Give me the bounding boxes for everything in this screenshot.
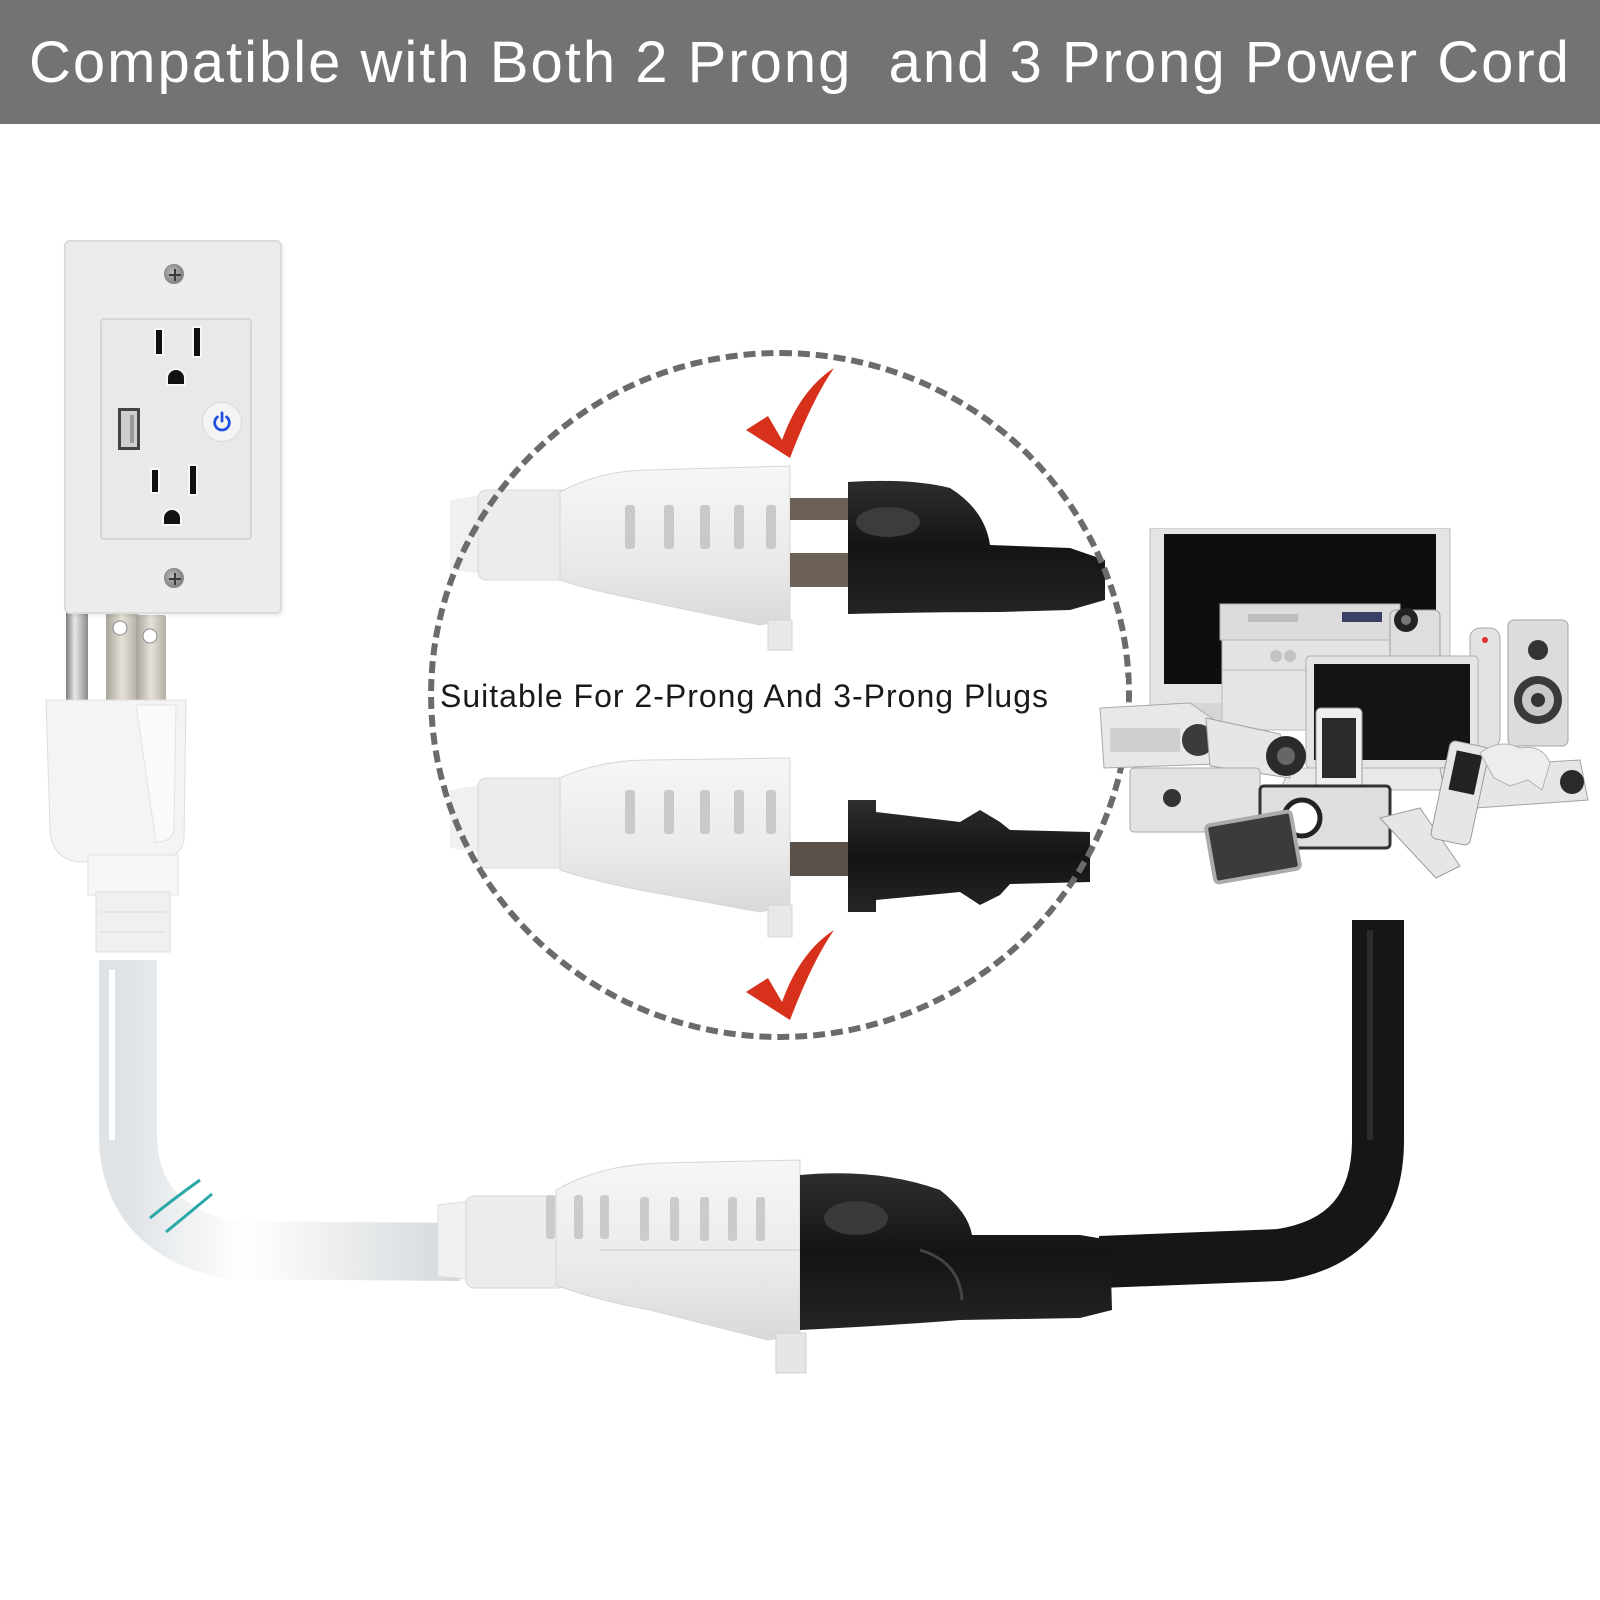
- electronics-devices-image: [1099, 528, 1589, 885]
- phone-icon: [1315, 707, 1363, 789]
- screw-icon: [164, 264, 184, 284]
- checkmark-icon: [746, 368, 834, 458]
- outlet-face: [100, 318, 252, 540]
- cord-break-marker: [149, 1178, 201, 1220]
- device-cord: [1098, 920, 1404, 1288]
- compatibility-caption: Suitable For 2-Prong And 3-Prong Plugs: [436, 678, 1126, 715]
- screw-icon: [164, 568, 184, 588]
- outlet-slot: [192, 326, 202, 358]
- power-button: [202, 402, 242, 442]
- compatibility-circle: [428, 350, 1132, 1040]
- outlet-ground: [162, 508, 182, 526]
- outlet-ground: [166, 368, 186, 386]
- game-controller-icon: [1479, 743, 1551, 791]
- outlet-slot: [188, 464, 198, 496]
- stereo-receiver-icon: [1219, 603, 1401, 731]
- header-banner: Compatible with Both 2 Prong and 3 Prong…: [0, 0, 1600, 124]
- mobile-phone-icon: [1430, 740, 1490, 846]
- usb-port-icon: [118, 408, 140, 450]
- speaker-icon: [1469, 619, 1569, 749]
- video-camera-icon: [1205, 717, 1306, 779]
- extension-cord: [99, 960, 461, 1281]
- three-prong-plug: [45, 595, 187, 953]
- projector-icon: [1099, 702, 1221, 769]
- outlet-slot: [150, 468, 160, 494]
- power-icon: [213, 411, 231, 432]
- camcorder-icon: [1389, 608, 1441, 671]
- outlet-slot: [154, 328, 164, 356]
- checkmark-icon: [746, 930, 834, 1020]
- main-connector: [437, 1159, 1112, 1374]
- banner-title: Compatible with Both 2 Prong and 3 Prong…: [29, 29, 1571, 95]
- wall-outlet: [64, 240, 282, 614]
